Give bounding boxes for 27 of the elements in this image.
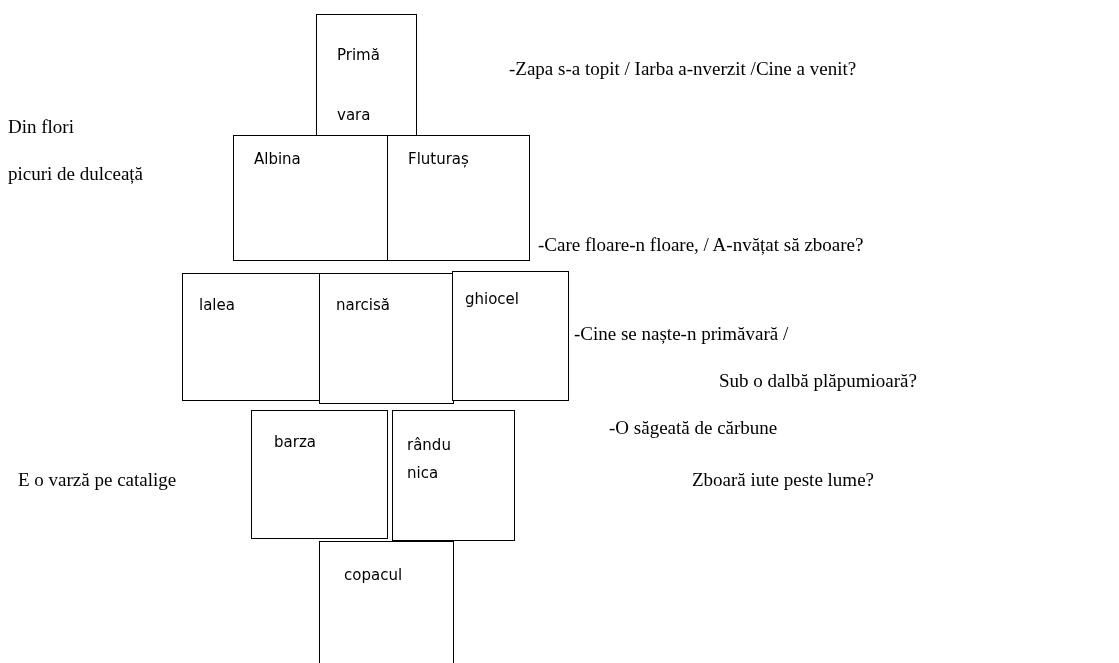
box-label: Albina [254,149,302,170]
text-box [182,273,321,401]
text-box [233,135,389,261]
riddle-text: -Zapa s-a topit / Iarba a-nverzit /Cine a venit? [509,58,857,80]
text-box [452,271,569,401]
box-label: lalea [199,295,236,316]
riddle-text: E o varză pe catalige [18,469,177,491]
riddle-text: -Cine se naște-n primăvară / [574,323,789,345]
riddle-text: -O săgeată de cărbune [609,417,778,439]
text-box [319,273,454,404]
riddle-text: Sub o dalbă plăpumioară? [719,370,917,392]
box-label: Fluturaș [408,149,470,170]
text-box [387,135,530,261]
box-label: copacul [344,565,404,586]
riddle-text: Din flori [8,116,74,138]
box-label: Primă vara [337,45,381,126]
box-label: narcisă [336,295,391,316]
text-box [392,410,515,541]
text-box [251,410,388,539]
riddle-text: Zboară iute peste lume? [692,469,874,491]
riddle-text: -Care floare-n floare, / A-nvățat să zboare? [538,234,864,256]
text-box [319,541,454,663]
riddle-text: picuri de dulceață [8,163,144,185]
box-label: ghiocel [465,289,521,310]
text-box [316,14,417,136]
box-label: rându nica [407,435,452,484]
box-label: barza [274,432,317,453]
